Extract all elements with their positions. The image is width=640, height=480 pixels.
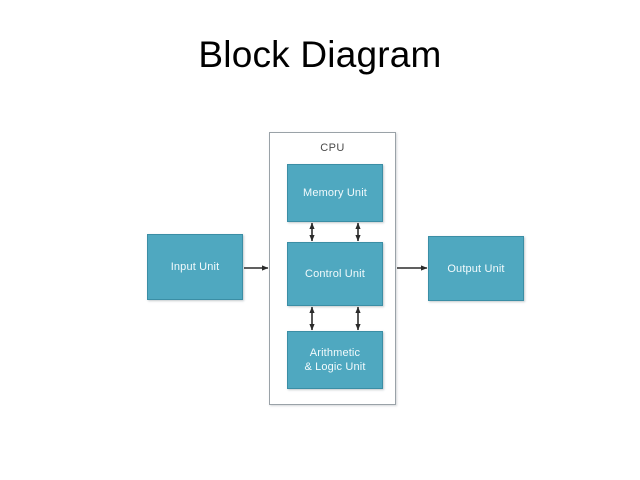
block-memory-unit[interactable]: Memory Unit [287,164,383,222]
block-input-unit-label: Input Unit [170,261,220,273]
block-arithmetic-logic-unit-label-line-1: Arithmetic [309,347,361,359]
block-output-unit-label: Output Unit [447,262,505,275]
block-memory-unit-label: Memory Unit [303,187,367,199]
block-input-unit[interactable]: Input Unit [147,234,243,300]
cpu-container-label: CPU [320,142,345,154]
page-title: Block Diagram [198,34,442,75]
block-control-unit[interactable]: Control Unit [287,242,383,306]
block-output-unit[interactable]: Output Unit [428,236,524,301]
block-arithmetic-logic-unit-label: Arithmetic & Logic Unit [304,346,365,374]
block-control-unit-label: Control Unit [305,268,365,280]
block-arithmetic-logic-unit[interactable]: Arithmetic & Logic Unit [287,331,383,389]
block-arithmetic-logic-unit-label-line-2: & Logic Unit [304,361,366,373]
